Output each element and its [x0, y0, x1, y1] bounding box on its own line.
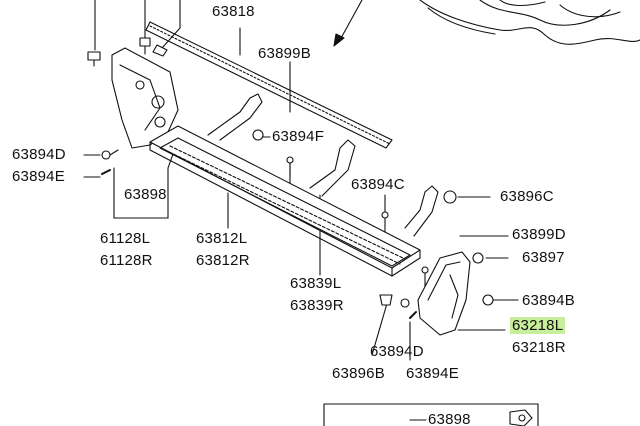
- label-63898-inset: 63898: [428, 411, 471, 426]
- leader-lines: [83, 0, 519, 361]
- label-63218l-highlighted: 63218L: [510, 317, 566, 334]
- label-61128l: 61128L: [100, 230, 151, 247]
- label-63818: 63818: [212, 3, 255, 20]
- label-63894e-bottom: 63894E: [406, 365, 459, 382]
- label-63894e-left: 63894E: [12, 168, 65, 185]
- weatherstrip-part: [145, 21, 393, 149]
- label-63896c: 63896C: [500, 188, 554, 205]
- label-63896b: 63896B: [332, 365, 385, 382]
- label-63897: 63897: [522, 249, 565, 266]
- label-63899b: 63899B: [258, 45, 311, 62]
- label-61128r: 61128R: [100, 252, 153, 269]
- direction-arrow: [333, 0, 363, 47]
- step-support-brackets: [207, 93, 439, 237]
- label-63218r: 63218R: [512, 339, 566, 356]
- label-63894d-bottom: 63894D: [370, 343, 424, 360]
- label-63894f: 63894F: [272, 128, 325, 145]
- label-63894c: 63894C: [351, 176, 405, 193]
- inset-box: [323, 403, 539, 426]
- label-63899d: 63899D: [512, 226, 566, 243]
- label-63894b: 63894B: [522, 292, 575, 309]
- right-mudguard-part: [417, 251, 471, 336]
- label-63839r: 63839R: [290, 297, 344, 314]
- label-63894d-left: 63894D: [12, 146, 66, 163]
- label-63812l: 63812L: [196, 230, 248, 247]
- fastener-clips: [87, 37, 494, 319]
- vehicle-body-outline: [419, 0, 640, 45]
- label-63839l: 63839L: [290, 275, 342, 292]
- side-step-board: [149, 125, 421, 277]
- label-63812r: 63812R: [196, 252, 250, 269]
- label-63898: 63898: [124, 186, 167, 203]
